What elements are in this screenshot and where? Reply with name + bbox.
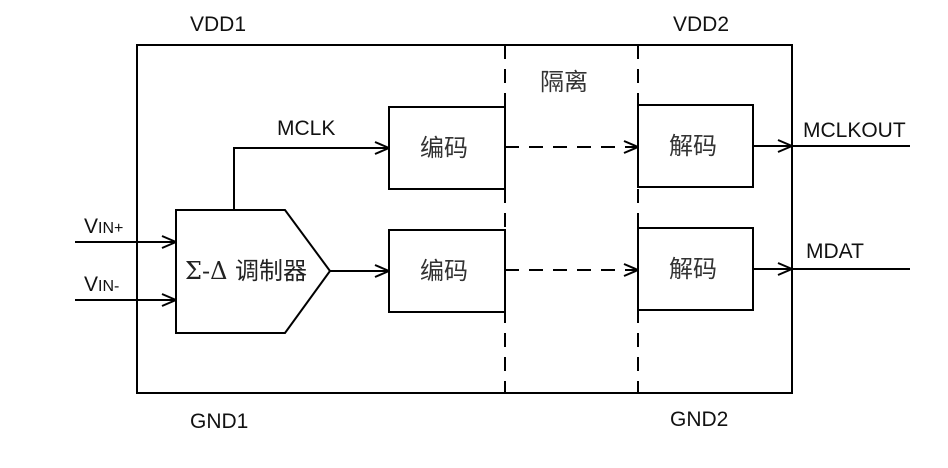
vin-minus-sub: IN- <box>98 278 120 295</box>
vdd1-label: VDD1 <box>190 13 247 36</box>
gnd2-label: GND2 <box>670 408 729 431</box>
decoder-label-2: 解码 <box>669 255 717 283</box>
vin-plus-sub: IN+ <box>98 220 124 237</box>
encoder-block-2 <box>388 229 506 313</box>
vdd2-label: VDD2 <box>673 13 730 36</box>
isolation-label: 隔离 <box>540 68 588 96</box>
mclk-label: MCLK <box>277 117 336 140</box>
mclk-wire <box>233 148 389 210</box>
decoder-label-1: 解码 <box>669 132 717 160</box>
encoder-label-1: 编码 <box>420 134 468 162</box>
gnd1-label: GND1 <box>190 410 249 433</box>
mdat-label: MDAT <box>806 240 864 263</box>
vin-minus-main: V <box>84 273 99 296</box>
encoder-label-2: 编码 <box>420 257 468 285</box>
modulator-label: Σ-Δ 调制器 <box>185 257 308 285</box>
chip-boundary <box>136 44 793 394</box>
decoder-block-2 <box>637 227 754 311</box>
mclkout-label: MCLKOUT <box>803 119 906 142</box>
decoder-block-1 <box>637 104 754 188</box>
vin-minus-label: VIN- <box>84 274 119 295</box>
sigma-delta-modulator-block <box>175 209 332 334</box>
vin-plus-main: V <box>84 215 99 238</box>
vin-plus-label: VIN+ <box>84 216 123 237</box>
